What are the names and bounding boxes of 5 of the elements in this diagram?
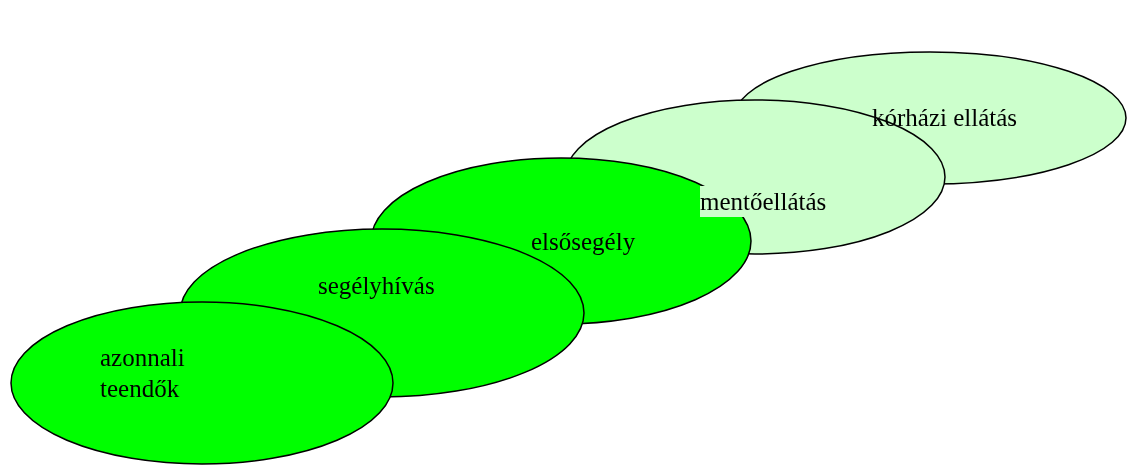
stage-label: mentőellátás [700, 186, 827, 217]
stage-label: kórházi ellátás [872, 103, 1018, 133]
stage-label: azonnali teendők [100, 343, 186, 404]
stage-label: segélyhívás [318, 271, 435, 301]
stage-label: elsősegély [531, 227, 636, 257]
